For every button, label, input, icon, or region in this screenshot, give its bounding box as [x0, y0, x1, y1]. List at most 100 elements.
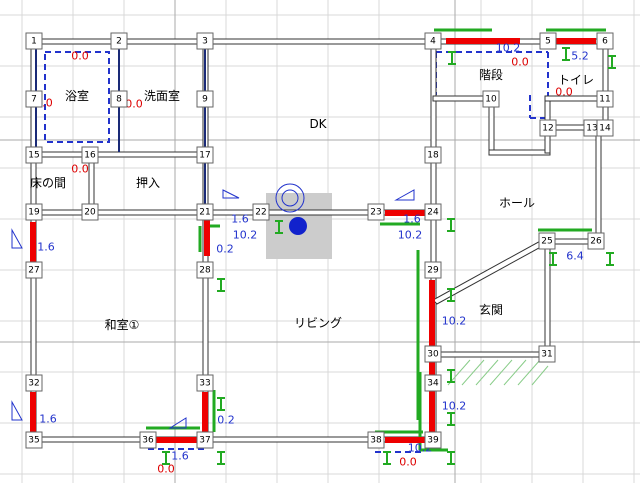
node-18[interactable]: 18 — [424, 146, 442, 164]
i-beam-icon — [608, 55, 616, 69]
value-label: 0.0 — [71, 50, 89, 63]
i-beam-icon — [606, 252, 614, 266]
triangle-icon — [168, 417, 187, 429]
node-label: 23 — [370, 208, 381, 218]
node-23[interactable]: 23 — [367, 203, 385, 221]
node-2[interactable]: 2 — [110, 32, 128, 50]
node-3[interactable]: 3 — [196, 32, 214, 50]
room-label: 和室① — [105, 317, 140, 332]
i-beam-icon — [275, 220, 283, 234]
node-27[interactable]: 27 — [25, 261, 43, 279]
node-25[interactable]: 25 — [538, 232, 556, 250]
node-37[interactable]: 37 — [196, 431, 214, 449]
value-label: 1.6 — [39, 413, 57, 426]
node-label: 37 — [199, 436, 210, 446]
node-15[interactable]: 15 — [25, 146, 43, 164]
node-7[interactable]: 7 — [25, 90, 43, 108]
node-label: 9 — [202, 95, 208, 105]
value-label: 10.2 — [442, 400, 467, 413]
node-label: 28 — [199, 266, 211, 276]
value-label: 0.0 — [157, 463, 175, 476]
node-label: 11 — [599, 95, 610, 105]
node-label: 20 — [84, 208, 96, 218]
room-label: リビング — [294, 316, 342, 330]
i-beam-icon — [448, 51, 456, 65]
node-label: 33 — [199, 379, 210, 389]
node-label: 25 — [541, 237, 552, 247]
node-12[interactable]: 12 — [539, 119, 557, 137]
node-34[interactable]: 34 — [424, 374, 442, 392]
value-label: 1.6 — [403, 213, 421, 226]
value-label: 1.6 — [171, 450, 189, 463]
node-39[interactable]: 39 — [424, 431, 442, 449]
triangle-icon — [222, 189, 240, 199]
value-label: 0.0 — [555, 86, 573, 99]
node-33[interactable]: 33 — [196, 374, 214, 392]
node-17[interactable]: 17 — [196, 146, 214, 164]
i-beam-icon — [447, 369, 455, 383]
i-beam-icon — [217, 278, 225, 292]
value-label: 10.2 — [442, 315, 467, 328]
node-24[interactable]: 24 — [424, 203, 442, 221]
node-label: 10 — [485, 95, 497, 105]
node-10[interactable]: 10 — [482, 90, 500, 108]
node-16[interactable]: 16 — [81, 146, 99, 164]
node-21[interactable]: 21 — [196, 203, 214, 221]
node-35[interactable]: 35 — [25, 431, 43, 449]
node-label: 21 — [199, 208, 210, 218]
node-5[interactable]: 5 — [539, 32, 557, 50]
node-20[interactable]: 20 — [81, 203, 99, 221]
camera-icon[interactable] — [275, 183, 307, 235]
node-label: 3 — [202, 37, 208, 47]
room-label: 階段 — [479, 67, 503, 82]
node-14[interactable]: 14 — [596, 119, 614, 137]
i-beam-markers — [162, 47, 616, 465]
node-9[interactable]: 9 — [196, 90, 214, 108]
i-beam-icon — [162, 451, 170, 465]
node-label: 27 — [28, 266, 39, 276]
triangle-icon — [11, 228, 23, 249]
node-31[interactable]: 31 — [538, 345, 556, 363]
node-8[interactable]: 8 — [110, 90, 128, 108]
value-label: 0.0 — [399, 456, 417, 469]
node-11[interactable]: 11 — [596, 90, 614, 108]
node-32[interactable]: 32 — [25, 374, 43, 392]
room-label: 洗面室 — [144, 88, 180, 103]
node-36[interactable]: 36 — [139, 431, 157, 449]
node-19[interactable]: 19 — [25, 203, 43, 221]
triangle-icon — [11, 400, 23, 421]
room-label: DK — [309, 117, 327, 131]
i-beam-icon — [549, 252, 557, 266]
node-label: 1 — [31, 37, 37, 47]
node-28[interactable]: 28 — [196, 261, 214, 279]
node-6[interactable]: 6 — [596, 32, 614, 50]
node-label: 34 — [427, 379, 439, 389]
node-26[interactable]: 26 — [587, 232, 605, 250]
node-29[interactable]: 29 — [424, 261, 442, 279]
triangle-markers — [11, 189, 415, 429]
value-label: 0.0 — [71, 163, 89, 176]
node-label: 36 — [142, 436, 154, 446]
node-label: 16 — [84, 151, 96, 161]
node-1[interactable]: 1 — [25, 32, 43, 50]
i-beam-icon — [447, 288, 455, 302]
value-label: 0.2 — [216, 243, 234, 256]
node-22[interactable]: 22 — [252, 203, 270, 221]
node-38[interactable]: 38 — [367, 431, 385, 449]
value-label: 0.0 — [125, 98, 143, 111]
node-label: 4 — [430, 37, 436, 47]
node-30[interactable]: 30 — [424, 345, 442, 363]
node-label: 14 — [599, 124, 611, 134]
node-label: 18 — [427, 151, 439, 161]
node-label: 26 — [590, 237, 602, 247]
room-label: 床の間 — [30, 176, 66, 190]
node-4[interactable]: 4 — [424, 32, 442, 50]
room-label: 押入 — [136, 176, 160, 190]
green-highlights — [146, 28, 606, 452]
node-label: 17 — [199, 151, 210, 161]
i-beam-icon — [447, 412, 455, 426]
